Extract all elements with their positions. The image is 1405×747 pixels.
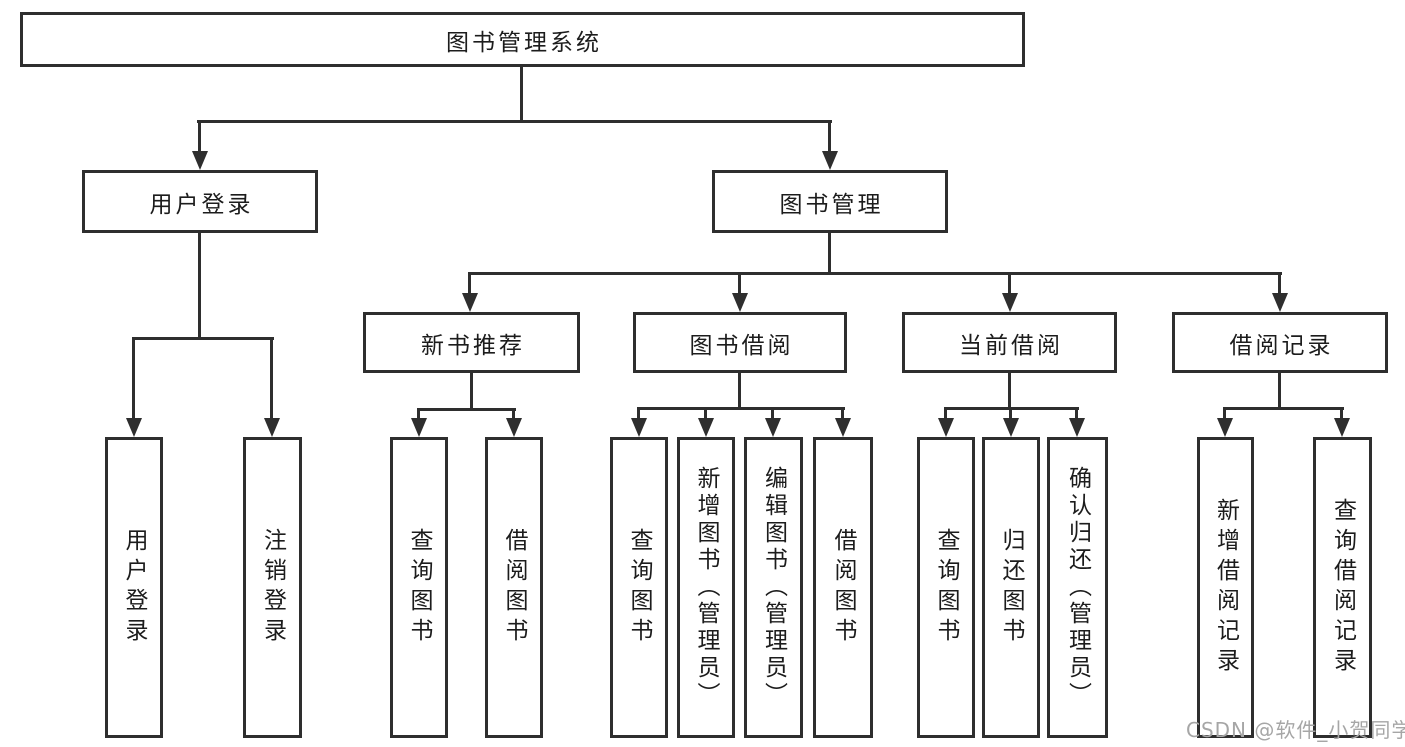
leaf-bb-borrow-book-label: 借阅图书 xyxy=(830,527,856,648)
connector-vline xyxy=(132,337,135,421)
node-current-borrow-label: 当前借阅 xyxy=(959,332,1063,359)
arrow-down-icon xyxy=(1003,418,1019,437)
connector-vline xyxy=(1278,373,1281,410)
connector-vline xyxy=(468,272,471,296)
connector-vline xyxy=(1075,407,1078,422)
arrow-down-icon xyxy=(192,151,208,170)
leaf-br-add-record: 新增借阅记录 xyxy=(1197,437,1254,738)
node-borrow-record-label: 借阅记录 xyxy=(1229,332,1334,359)
connector-vline xyxy=(1223,407,1226,422)
arrow-down-icon xyxy=(732,293,748,312)
connector-vline xyxy=(512,408,515,422)
leaf-bb-query-book: 查询图书 xyxy=(610,437,668,738)
arrow-down-icon xyxy=(1217,418,1233,437)
leaf-bb-borrow-book: 借阅图书 xyxy=(813,437,873,738)
connector-vline xyxy=(841,407,844,422)
connector-vline xyxy=(944,407,947,422)
leaf-rec-query-book: 查询图书 xyxy=(390,437,448,738)
connector-vline xyxy=(417,408,420,422)
leaf-br-query-record: 查询借阅记录 xyxy=(1313,437,1372,738)
node-book-borrow: 图书借阅 xyxy=(633,312,847,373)
leaf-cb-confirm-return-label: 确认归还（管理员） xyxy=(1064,466,1091,709)
connector-vline xyxy=(1278,272,1281,296)
connector-vline xyxy=(520,67,523,123)
connector-vline xyxy=(1340,407,1343,422)
connector-vline xyxy=(828,233,831,274)
leaf-cb-return-book: 归还图书 xyxy=(982,437,1040,738)
arrow-down-icon xyxy=(264,418,280,437)
connector-vline xyxy=(1008,272,1011,296)
connector-vline xyxy=(470,373,473,411)
connector-vline xyxy=(828,120,831,154)
leaf-bb-add-book-label: 新增图书（管理员） xyxy=(693,466,719,709)
leaf-bb-query-book-label: 查询图书 xyxy=(626,527,652,648)
leaf-br-add-record-label: 新增借阅记录 xyxy=(1212,497,1239,678)
arrow-down-icon xyxy=(1334,418,1350,437)
leaf-bb-edit-book-label: 编辑图书（管理员） xyxy=(760,466,787,709)
node-book-borrow-label: 图书借阅 xyxy=(689,332,794,359)
connector-vline xyxy=(198,233,201,339)
node-user-login: 用户登录 xyxy=(82,170,318,233)
leaf-rec-borrow-book-label: 借阅图书 xyxy=(501,527,527,648)
leaf-cb-query-book: 查询图书 xyxy=(917,437,975,738)
node-root: 图书管理系统 xyxy=(20,12,1025,67)
arrow-down-icon xyxy=(822,151,838,170)
connector-hline xyxy=(417,408,516,411)
connector-hline xyxy=(468,272,1282,275)
connector-hline xyxy=(1223,407,1344,410)
connector-vline xyxy=(704,407,707,422)
arrow-down-icon xyxy=(698,418,714,437)
node-new-book-rec: 新书推荐 xyxy=(363,312,580,373)
leaf-user-login: 用户登录 xyxy=(105,437,163,738)
arrow-down-icon xyxy=(1069,418,1085,437)
leaf-bb-add-book: 新增图书（管理员） xyxy=(677,437,735,738)
connector-vline xyxy=(1008,373,1011,410)
node-borrow-record: 借阅记录 xyxy=(1172,312,1388,373)
node-current-borrow: 当前借阅 xyxy=(902,312,1117,373)
leaf-bb-edit-book: 编辑图书（管理员） xyxy=(744,437,803,738)
connector-vline xyxy=(738,272,741,296)
connector-vline xyxy=(738,373,741,410)
node-user-login-label: 用户登录 xyxy=(149,191,254,218)
connector-vline xyxy=(771,407,774,422)
node-new-book-rec-label: 新书推荐 xyxy=(421,332,525,359)
leaf-br-query-record-label: 查询借阅记录 xyxy=(1329,497,1356,678)
arrow-down-icon xyxy=(1272,293,1288,312)
leaf-cb-confirm-return: 确认归还（管理员） xyxy=(1047,437,1108,738)
leaf-logout-label: 注销登录 xyxy=(259,527,286,648)
leaf-cb-return-book-label: 归还图书 xyxy=(998,527,1024,648)
connector-hline xyxy=(637,407,845,410)
arrow-down-icon xyxy=(765,418,781,437)
connector-vline xyxy=(637,407,640,422)
leaf-cb-query-book-label: 查询图书 xyxy=(933,527,959,648)
leaf-user-login-label: 用户登录 xyxy=(121,527,147,648)
arrow-down-icon xyxy=(411,418,427,437)
arrow-down-icon xyxy=(938,418,954,437)
arrow-down-icon xyxy=(1002,293,1018,312)
arrow-down-icon xyxy=(835,418,851,437)
node-book-mgmt: 图书管理 xyxy=(712,170,948,233)
arrow-down-icon xyxy=(462,293,478,312)
connector-vline xyxy=(198,120,201,154)
arrow-down-icon xyxy=(126,418,142,437)
watermark: CSDN @软件_小贺同学 xyxy=(1186,718,1405,742)
leaf-logout: 注销登录 xyxy=(243,437,302,738)
node-root-label: 图书管理系统 xyxy=(446,29,602,56)
leaf-rec-borrow-book: 借阅图书 xyxy=(485,437,543,738)
arrow-down-icon xyxy=(631,418,647,437)
connector-vline xyxy=(1009,407,1012,422)
connector-vline xyxy=(270,337,273,421)
connector-hline xyxy=(197,120,832,123)
leaf-rec-query-book-label: 查询图书 xyxy=(406,527,432,648)
arrow-down-icon xyxy=(506,418,522,437)
connector-hline xyxy=(132,337,274,340)
node-book-mgmt-label: 图书管理 xyxy=(779,191,884,218)
